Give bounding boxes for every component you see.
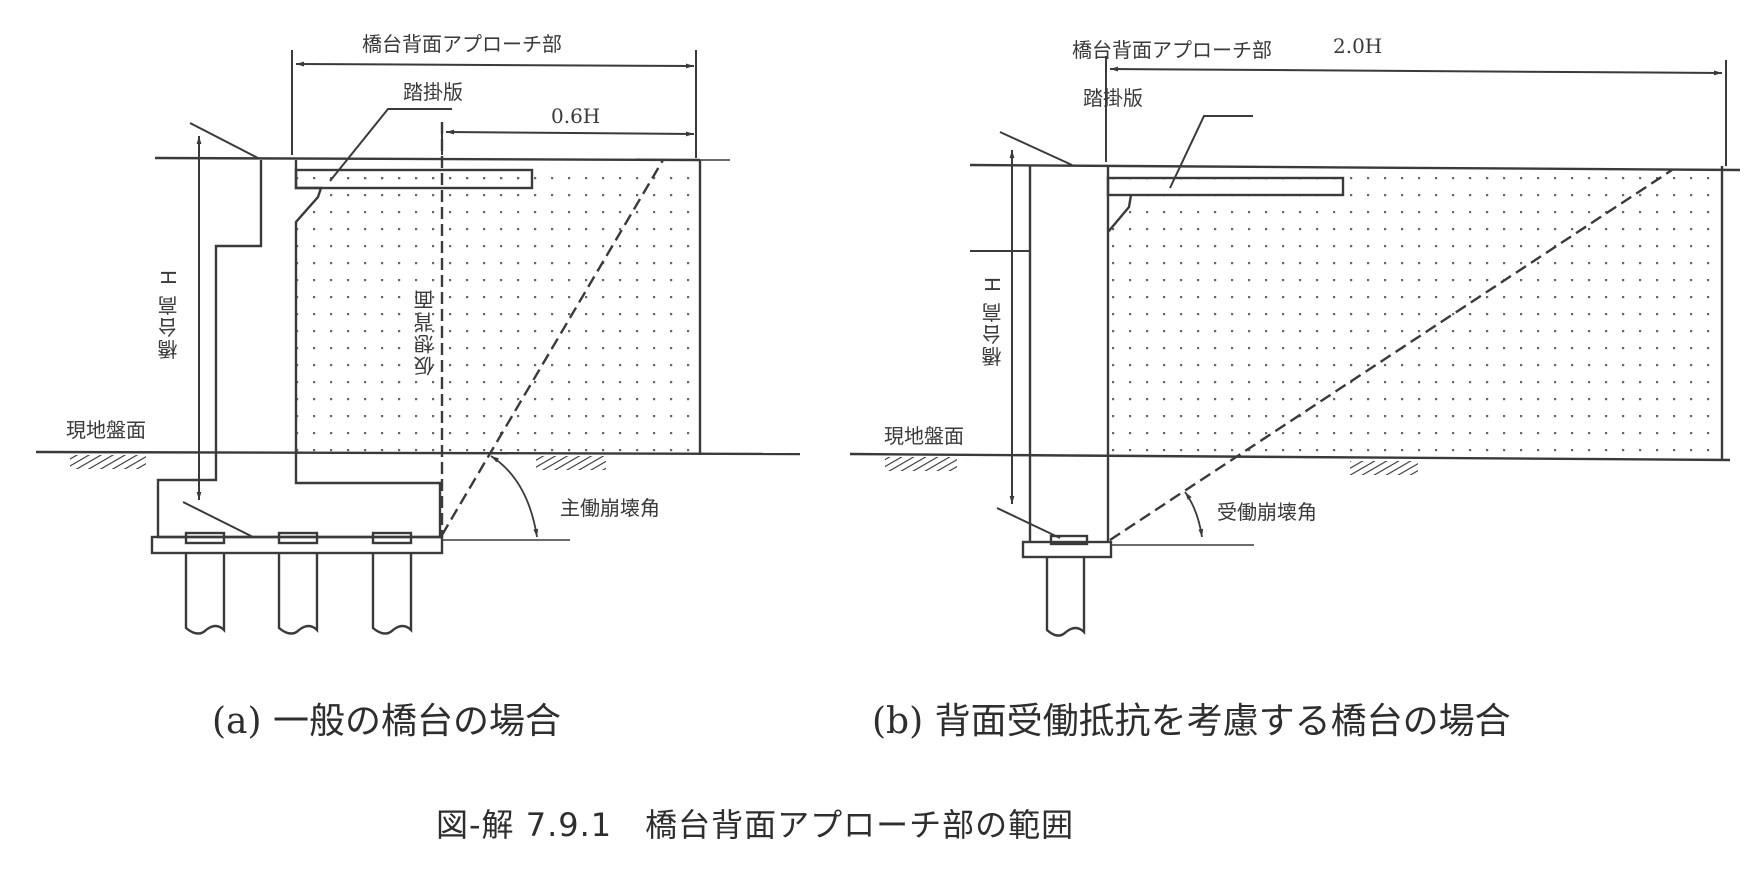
abutment-b: [1028, 165, 1133, 541]
ground-line-b: [849, 452, 1731, 462]
approach-zone-label-a: 橋台背面アプローチ部: [362, 32, 562, 56]
caption-panel-b: (b) 背面受働抵抗を考慮する橋台の場合: [872, 701, 1511, 742]
ground-line-a: [35, 450, 801, 456]
ground-hatch-a1: [70, 455, 146, 469]
ground-surface-label-b: 現地盤面: [884, 424, 964, 448]
backfill-zone-a: [296, 160, 702, 455]
abutment-a: [156, 160, 442, 539]
failure-angle-arc-b: [1184, 491, 1204, 538]
slab-leader-a: [329, 108, 452, 182]
ground-surface-label-a: 現地盤面: [66, 418, 146, 442]
approach-slab-label-a: 踏掛版: [403, 80, 463, 104]
backfill-zone-b: [1108, 166, 1724, 459]
panel-a-drawing: [35, 50, 801, 635]
road-surface-line-a: [154, 156, 701, 162]
panel-b-drawing: [849, 56, 1741, 637]
dim-approach-zone-a: [295, 61, 695, 69]
abutment-height-label-b: 橋台高 H: [981, 275, 1005, 367]
figure-title: 図-解 7.9.1 橋台背面アプローチ部の範囲: [436, 806, 1075, 844]
piles-a: [184, 531, 413, 635]
abutment-height-label-a: 橋台高 H: [157, 268, 181, 360]
ground-hatch-a2: [536, 456, 606, 470]
approach-slab-label-b: 踏掛版: [1083, 86, 1143, 110]
pile-b: [1045, 557, 1086, 637]
offset-label-0.6H: 0.6H: [551, 104, 601, 128]
active-failure-line-a: [440, 159, 665, 536]
failure-angle-arc-a: [490, 455, 539, 538]
slab-leader-b: [1169, 115, 1253, 189]
footing-b: [1021, 540, 1113, 559]
caption-panel-a: (a) 一般の橋台の場合: [212, 701, 561, 742]
virtual-back-face-label: 仮想背面: [413, 288, 437, 376]
ground-hatch-b1: [885, 457, 957, 471]
dim-0.6H-a: [445, 129, 695, 137]
approach-zone-label-b: 橋台背面アプローチ部: [1072, 38, 1272, 62]
approach-slab-b: [1106, 176, 1345, 197]
dim-approach-zone-b: [1109, 66, 1723, 76]
failure-angle-label-b: 受働崩壊角: [1217, 500, 1317, 524]
failure-angle-label-a: 主働崩壊角: [560, 496, 660, 520]
ground-hatch-b2: [1350, 461, 1418, 475]
footing-a: [150, 535, 444, 555]
approach-zone-length-b: 2.0H: [1333, 34, 1383, 58]
passive-failure-line-b: [1109, 168, 1673, 542]
road-surface-line-b: [969, 163, 1741, 172]
